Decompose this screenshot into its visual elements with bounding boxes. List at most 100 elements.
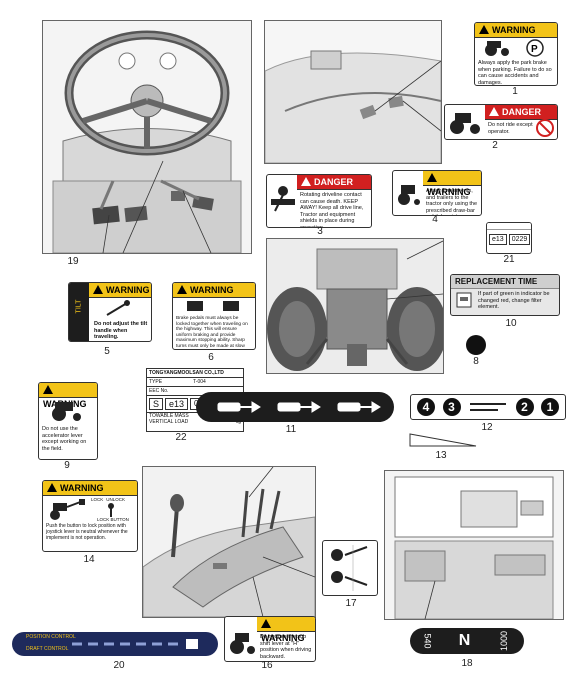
callout-5: 5 <box>104 346 110 357</box>
implement-lift-icons <box>331 545 368 591</box>
wedge-strip-icon <box>409 433 477 447</box>
callout-13: 13 <box>435 450 447 461</box>
gear-dash-lines <box>470 403 506 411</box>
pto-1000-text: 1000 <box>498 630 509 652</box>
label-text: If part of green in indicator be changed… <box>478 291 550 310</box>
eec-code-box: e13 <box>489 234 507 245</box>
eec-number-box: 0229 <box>508 234 531 245</box>
callout-11: 11 <box>285 424 297 435</box>
callout-16: 16 <box>261 660 273 671</box>
callout-14: 14 <box>83 554 95 565</box>
cockpit-view <box>42 20 252 254</box>
callout-9: 9 <box>64 460 70 471</box>
danger-label-driveline: DANGER Rotating driveline contact can ca… <box>266 174 372 228</box>
tilt-handle-icon <box>106 300 130 316</box>
implement-control-label <box>322 540 378 596</box>
warning-label-hitch: WARNING Attach implements, and trailers … <box>392 170 482 216</box>
position-control-text: POSITION CONTROL <box>26 634 76 640</box>
warning-triangle-icon <box>93 285 103 294</box>
label-text: Attach implements, and trailers to the t… <box>426 188 478 215</box>
cab-rear-view <box>384 470 564 620</box>
brake-pedal-icon <box>187 301 239 311</box>
danger-triangle-icon <box>489 107 499 116</box>
control-scale-icon <box>72 639 198 649</box>
plate-type-key: TYPE <box>149 379 163 385</box>
warning-header: WARNING <box>475 23 557 38</box>
warning-header: WARNING <box>423 171 481 197</box>
gear-2-badge: 2 <box>515 398 534 416</box>
replacement-time-label: REPLACEMENT TIME If part of green in ind… <box>450 274 560 316</box>
no-rider-icon <box>536 119 554 137</box>
warning-triangle-icon <box>43 385 53 394</box>
callout-6: 6 <box>208 352 214 363</box>
gear-number-strip: 4 3 2 1 <box>410 394 566 420</box>
warning-label-sub-shift: WARNING Do not use the sub shift lever a… <box>224 616 316 662</box>
label-text: Always apply the park brake when parking… <box>478 60 552 86</box>
tilt-side-strip <box>69 283 89 341</box>
gear-4-badge: 4 <box>417 398 435 416</box>
callout-3: 3 <box>317 226 323 237</box>
warning-triangle-icon <box>479 25 489 34</box>
rear-tractor-view <box>266 238 444 374</box>
warning-triangle-icon <box>261 619 271 628</box>
tractor-accelerator-icon <box>52 402 81 421</box>
plate-vertical-unit: kg <box>235 419 241 425</box>
label-text: Rotating driveline contact can cause dea… <box>300 192 364 228</box>
label-text: Brake pedals must always be locked toget… <box>176 316 248 349</box>
position-draft-control-strip: POSITION CONTROL DRAFT CONTROL <box>12 632 218 656</box>
warning-triangle-icon <box>177 285 187 294</box>
label-text: Push the button to lock position with jo… <box>46 523 128 541</box>
plate-type-value: T-004 <box>193 379 206 385</box>
callout-22: 22 <box>175 432 187 443</box>
danger-triangle-icon <box>301 177 311 186</box>
cylinder-arrows-icon <box>217 401 381 413</box>
callout-10: 10 <box>505 318 517 329</box>
warning-label-brake-pedals: WARNING Brake pedals must always be lock… <box>172 282 256 350</box>
lock-text: LOCK <box>91 497 104 502</box>
loader-tractor-icon <box>50 499 85 520</box>
plate-towable-key: TOWABLE MASS <box>149 413 189 419</box>
eec-plate-small: e13 0229 <box>486 222 532 254</box>
unlock-text: UNLOCK <box>106 497 126 502</box>
warning-header: WARNING <box>257 617 315 643</box>
filter-indicator-icon <box>456 292 472 308</box>
tractor-rider-icon <box>450 113 480 134</box>
warning-label-park-brake: WARNING P Always apply the park brake wh… <box>474 22 558 86</box>
tractor-parking-icon: P <box>485 39 544 57</box>
label-text: Do not use the sub shift lever at "H" po… <box>260 634 312 660</box>
lock-button-text: LOCK BUTTON <box>97 517 129 522</box>
pto-neutral-text: N <box>458 632 471 649</box>
callout-21: 21 <box>503 254 515 265</box>
warning-header: WARNING <box>39 383 97 409</box>
joystick-icon <box>108 503 114 517</box>
gear-3-badge: 3 <box>442 398 461 416</box>
callout-12: 12 <box>481 422 493 433</box>
callout-18: 18 <box>461 658 473 669</box>
warning-header: WARNING <box>43 481 137 496</box>
callout-17: 17 <box>345 598 357 609</box>
cab-rear-drawing <box>385 471 563 619</box>
gear-1-badge: 1 <box>541 398 559 416</box>
hydraulic-lever-strip <box>196 392 394 422</box>
label-text: Do not ride except operator. <box>488 122 533 135</box>
cockpit-drawing <box>43 21 251 253</box>
pto-540-text: 540 <box>422 633 433 649</box>
plate-vertical-key: VERTICAL LOAD <box>149 419 189 425</box>
warning-triangle-icon <box>427 173 437 182</box>
callout-2: 2 <box>492 140 498 151</box>
danger-label-no-rider: DANGER Do not ride except operator. <box>444 104 558 140</box>
tilt-side-text: TILT <box>75 299 83 314</box>
warning-header: WARNING <box>89 283 151 298</box>
plate-e13: e13 <box>165 398 189 410</box>
warning-label-joystick-lock: WARNING LOCK UNLOCK LOCK BUTTON Push the… <box>42 480 138 552</box>
callout-4: 4 <box>432 214 438 225</box>
callout-1: 1 <box>512 86 518 97</box>
plate-company: TONGYANGMOOLSAN CO.,LTD <box>147 369 243 378</box>
warning-triangle-icon <box>47 483 57 492</box>
label-text: Do not use the accelerator lever except … <box>42 426 87 452</box>
draft-control-text: DRAFT CONTROL <box>26 646 69 652</box>
warning-label-tilt: TILT WARNING Do not adjust the tilt hand… <box>68 282 152 342</box>
control-console-drawing <box>143 467 315 617</box>
callout-8: 8 <box>473 356 479 367</box>
fender-view <box>264 20 442 164</box>
